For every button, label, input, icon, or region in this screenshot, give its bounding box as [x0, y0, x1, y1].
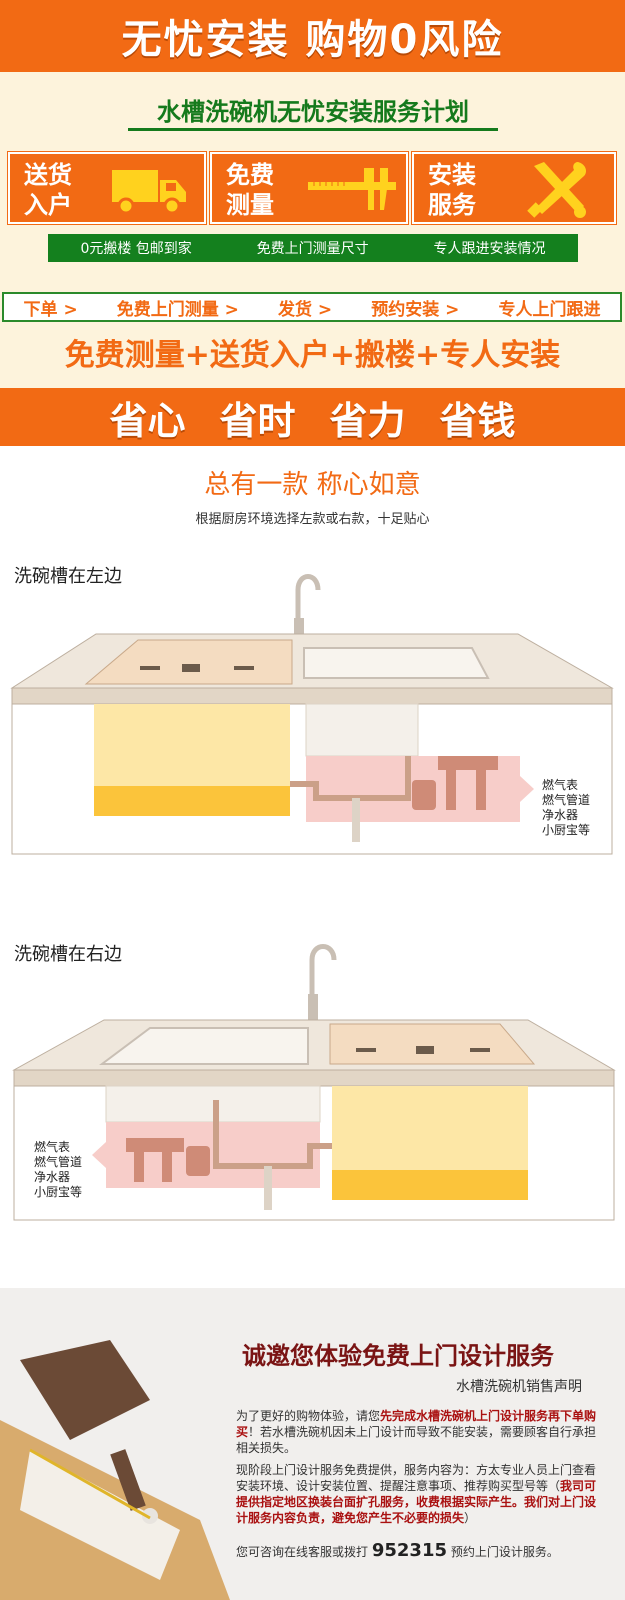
- delivery-label-2: 入户: [24, 191, 72, 219]
- promo-highlight: 先完成水槽洗碗机上门设计服务再下单购买: [236, 1409, 597, 1439]
- truck-icon: [112, 170, 186, 215]
- step-item: 免费上门测量 >: [116, 299, 239, 320]
- benefit-item: 省心: [109, 398, 186, 443]
- left-diagram-title: 洗碗槽在左边: [14, 566, 122, 587]
- benefit-item: 省钱: [439, 398, 516, 443]
- promo-heading: 诚邀您体验免费上门设计服务: [242, 1342, 554, 1370]
- right-side-items: 燃气表 燃气管道 净水器 小厨宝等: [34, 1140, 82, 1200]
- side-item: 小厨宝等: [542, 823, 591, 837]
- measure-label-1: 免费: [226, 161, 274, 189]
- tagline: 总有一款 称心如意: [204, 470, 421, 500]
- tools-icon: [527, 162, 586, 218]
- delivery-card: 送货 入户: [8, 152, 206, 224]
- highlight-item: 专人跟进安装情况: [433, 241, 546, 257]
- tagline-subtext: 根据厨房环境选择左款或右款，十足贴心: [195, 512, 430, 527]
- highlight-item: 免费上门测量尺寸: [256, 241, 369, 257]
- left-side-items: 燃气表 燃气管道 净水器 小厨宝等: [542, 778, 590, 838]
- install-card: 安装 服务: [412, 152, 616, 224]
- benefits-banner: 省心 省时 省力 省钱: [0, 388, 625, 446]
- phone-prefix: 您可咨询在线客服或拨打: [236, 1545, 369, 1559]
- promo-text: ！若水槽洗碗机因未上门设计而导致不能安装，需要顾客自行承担相关损失。: [236, 1425, 597, 1455]
- step-item: 发货 >: [278, 299, 333, 320]
- side-item: 燃气管道: [34, 1155, 83, 1169]
- benefit-item: 省时: [219, 398, 296, 443]
- step-item: 预约安装 >: [371, 299, 460, 320]
- promo-text: ）: [464, 1511, 477, 1525]
- right-sink-diagram: [12, 944, 616, 1221]
- install-label-1: 安装: [428, 161, 476, 189]
- promo-paragraph-1: 为了更好的购物体验，请您先完成水槽洗碗机上门设计服务再下单购买！若水槽洗碗机因未…: [236, 1408, 606, 1456]
- left-sink-diagram: [10, 574, 614, 855]
- delivery-card-label: 送货 入户: [24, 160, 72, 220]
- install-card-label: 安装 服务: [428, 160, 476, 220]
- hero-title: 无忧安装 购物0风险: [0, 0, 625, 72]
- right-diagram-title: 洗碗槽在右边: [14, 944, 122, 965]
- step-item: 专人上门跟进: [498, 299, 601, 320]
- measure-label-2: 测量: [226, 191, 274, 219]
- promo-phone-line: 您可咨询在线客服或拨打 952315 预约上门设计服务。: [236, 1540, 559, 1561]
- side-item: 燃气管道: [542, 793, 591, 807]
- plan-title: 水槽洗碗机无忧安装服务计划: [128, 92, 498, 131]
- phone-number[interactable]: 952315: [371, 1540, 447, 1561]
- install-label-2: 服务: [428, 191, 476, 219]
- caliper-icon: [308, 168, 396, 210]
- side-item: 净水器: [34, 1170, 71, 1184]
- side-item: 净水器: [542, 808, 579, 822]
- phone-suffix: 预约上门设计服务。: [450, 1545, 559, 1559]
- promo-subheading: 水槽洗碗机销售声明: [456, 1379, 582, 1395]
- measure-card: 免费 测量: [210, 152, 408, 224]
- service-highlights-bar: 0元搬楼 包邮到家 免费上门测量尺寸 专人跟进安装情况: [48, 234, 578, 262]
- promo-paragraph-2: 现阶段上门设计服务免费提供，服务内容为：方太专业人员上门查看安装环境、设计安装位…: [236, 1462, 606, 1526]
- side-item: 小厨宝等: [34, 1185, 83, 1199]
- benefit-item: 省力: [329, 398, 406, 443]
- side-item: 燃气表: [542, 778, 579, 792]
- highlight-item: 0元搬楼 包邮到家: [80, 241, 192, 257]
- promo-text: 现阶段上门设计服务免费提供，服务内容为：方太专业人员上门查看安装环境、设计安装位…: [236, 1463, 597, 1493]
- measure-card-label: 免费 测量: [226, 160, 274, 220]
- promo-highlight: 我司可提供指定地区换装台面扩孔服务，收费根据实际产生。我们对上门设计服务内容负责…: [236, 1479, 597, 1525]
- step-item: 下单 >: [23, 299, 78, 320]
- process-steps: 下单 > 免费上门测量 > 发货 > 预约安装 > 专人上门跟进: [2, 292, 622, 322]
- promo-text: 为了更好的购物体验，请您: [236, 1409, 381, 1423]
- side-item: 燃气表: [34, 1140, 71, 1154]
- installer-illustration: [0, 1340, 230, 1600]
- delivery-label-1: 送货: [24, 161, 72, 189]
- service-combo-text: 免费测量+送货入户+搬楼+专人安装: [64, 338, 561, 373]
